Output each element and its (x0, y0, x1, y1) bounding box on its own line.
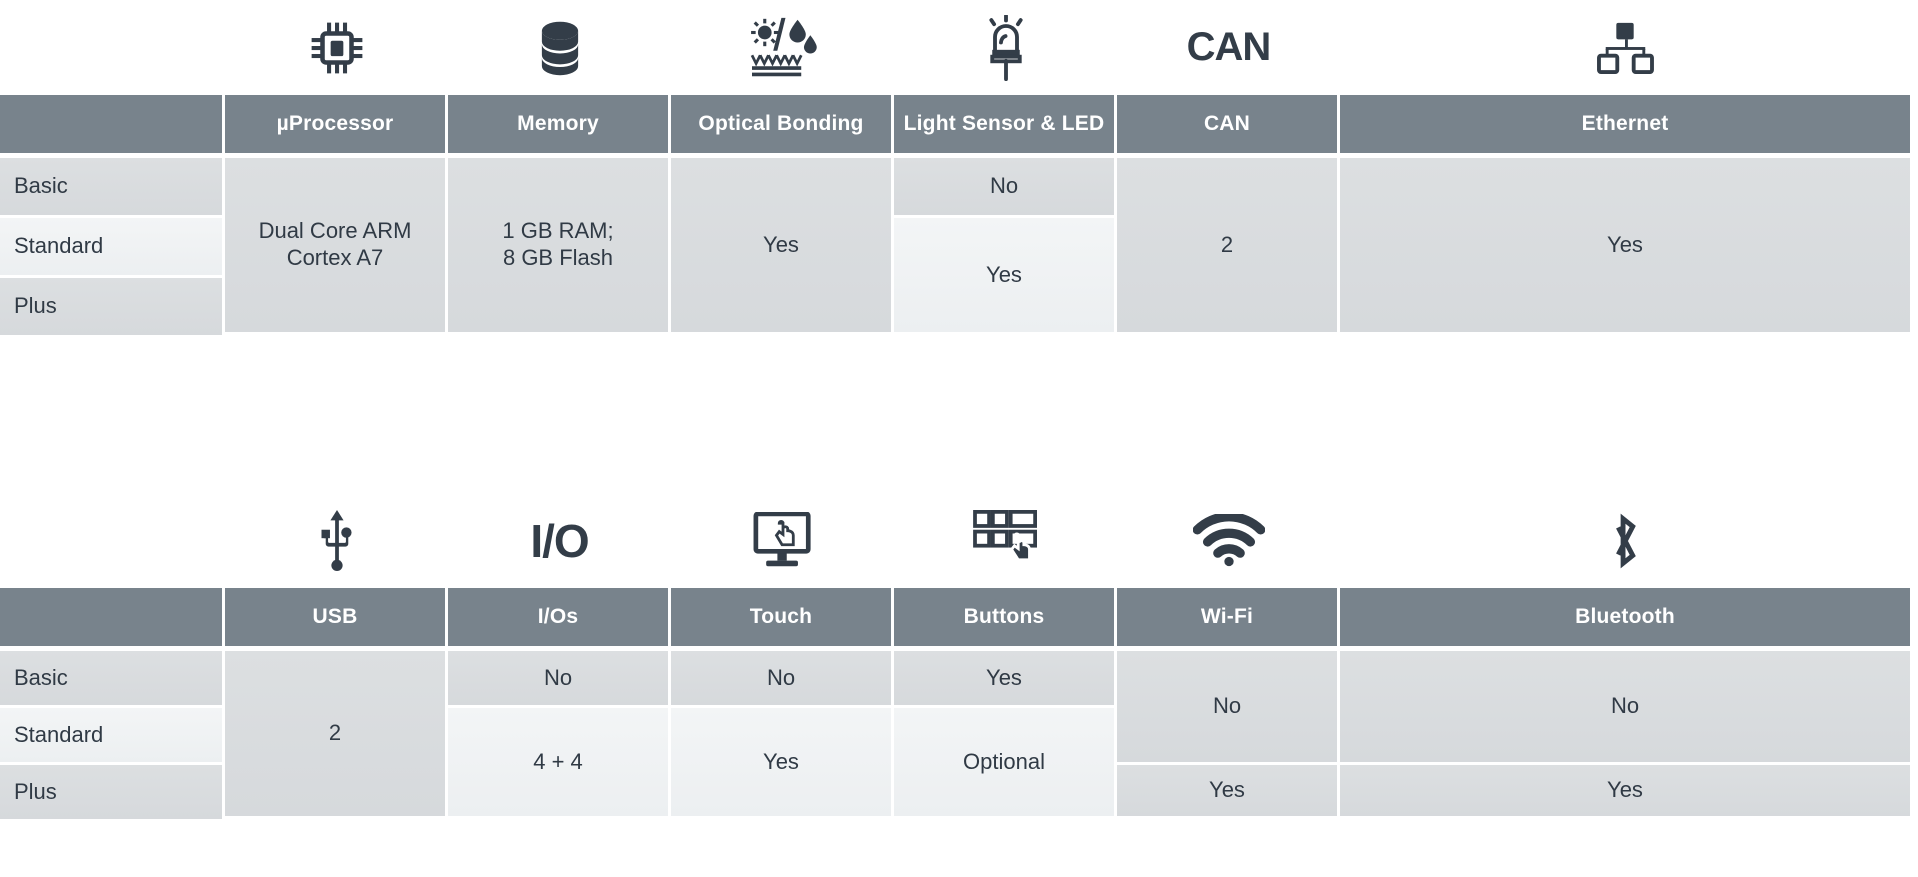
column-ethernet: Ethernet Yes (1340, 95, 1910, 335)
cell-uprocessor-all: Dual Core ARM Cortex A7 (225, 158, 445, 332)
cell-ios-standard-plus: 4 + 4 (448, 708, 668, 816)
column-usb: USB 2 (225, 588, 445, 819)
can-text-icon: CAN (1117, 0, 1340, 95)
header-touch: Touch (671, 588, 891, 646)
ethernet-icon (1340, 0, 1910, 95)
cell-touch-standard-plus: Yes (671, 708, 891, 816)
cell-optical-bonding-all: Yes (671, 158, 891, 332)
row-label-standard: Standard (0, 708, 222, 762)
icon-spacer (0, 0, 225, 95)
header-usb: USB (225, 588, 445, 646)
row-label-basic: Basic (0, 158, 222, 215)
column-wifi: Wi-Fi No Yes (1117, 588, 1337, 819)
usb-icon (225, 493, 448, 588)
cell-buttons-standard-plus: Optional (894, 708, 1114, 816)
cell-wifi-plus: Yes (1117, 765, 1337, 816)
row-label-column: Basic Standard Plus (0, 588, 222, 819)
bluetooth-icon (1340, 493, 1910, 588)
column-optical-bonding: Optical Bonding Yes (671, 95, 891, 335)
header-buttons: Buttons (894, 588, 1114, 646)
spec-table-processor-connectivity: CAN Basic Standard Plus µProcessor Dual … (0, 0, 1910, 335)
led-icon (894, 0, 1117, 95)
io-icon-label: I/O (530, 514, 589, 567)
cell-light-sensor-standard-plus: Yes (894, 218, 1114, 332)
column-touch: Touch No Yes (671, 588, 891, 819)
icon-spacer (0, 493, 225, 588)
wifi-icon (1117, 493, 1340, 588)
header-ios: I/Os (448, 588, 668, 646)
cell-wifi-basic-standard: No (1117, 651, 1337, 762)
row-label-plus: Plus (0, 278, 222, 335)
row-label-column: Basic Standard Plus (0, 95, 222, 335)
column-bluetooth: Bluetooth No Yes (1340, 588, 1910, 819)
header-bluetooth: Bluetooth (1340, 588, 1910, 646)
row-label-standard: Standard (0, 218, 222, 275)
cell-buttons-basic: Yes (894, 651, 1114, 705)
header-memory: Memory (448, 95, 668, 153)
cell-bluetooth-plus: Yes (1340, 765, 1910, 816)
can-icon-label: CAN (1186, 25, 1272, 69)
column-ios: I/Os No 4 + 4 (448, 588, 668, 819)
column-can: CAN 2 (1117, 95, 1337, 335)
corner-header-cell (0, 95, 222, 153)
io-text-icon: I/O (448, 493, 671, 588)
database-icon (448, 0, 671, 95)
header-uprocessor: µProcessor (225, 95, 445, 153)
cell-can-all: 2 (1117, 158, 1337, 332)
corner-header-cell (0, 588, 222, 646)
cell-bluetooth-basic-standard: No (1340, 651, 1910, 762)
cell-usb-all: 2 (225, 651, 445, 816)
header-can: CAN (1117, 95, 1337, 153)
cell-ios-basic: No (448, 651, 668, 705)
keypad-touch-icon (894, 493, 1117, 588)
icon-row: I/O (0, 493, 1910, 588)
touchscreen-icon (671, 493, 894, 588)
cell-memory-all: 1 GB RAM; 8 GB Flash (448, 158, 668, 332)
header-wifi: Wi-Fi (1117, 588, 1337, 646)
table-1-grid: Basic Standard Plus µProcessor Dual Core… (0, 95, 1910, 335)
cell-touch-basic: No (671, 651, 891, 705)
header-light-sensor-led: Light Sensor & LED (894, 95, 1114, 153)
header-optical-bonding: Optical Bonding (671, 95, 891, 153)
column-buttons: Buttons Yes Optional (894, 588, 1114, 819)
spec-table-io-wireless: I/O (0, 493, 1910, 819)
column-memory: Memory 1 GB RAM; 8 GB Flash (448, 95, 668, 335)
column-light-sensor-led: Light Sensor & LED No Yes (894, 95, 1114, 335)
header-ethernet: Ethernet (1340, 95, 1910, 153)
cell-ethernet-all: Yes (1340, 158, 1910, 332)
row-label-plus: Plus (0, 765, 222, 819)
cell-light-sensor-basic: No (894, 158, 1114, 215)
row-label-basic: Basic (0, 651, 222, 705)
icon-row: CAN (0, 0, 1910, 95)
sun-water-resistant-icon (671, 0, 894, 95)
column-uprocessor: µProcessor Dual Core ARM Cortex A7 (225, 95, 445, 335)
cpu-icon (225, 0, 448, 95)
table-2-grid: Basic Standard Plus USB 2 I/Os No 4 + 4 … (0, 588, 1910, 819)
